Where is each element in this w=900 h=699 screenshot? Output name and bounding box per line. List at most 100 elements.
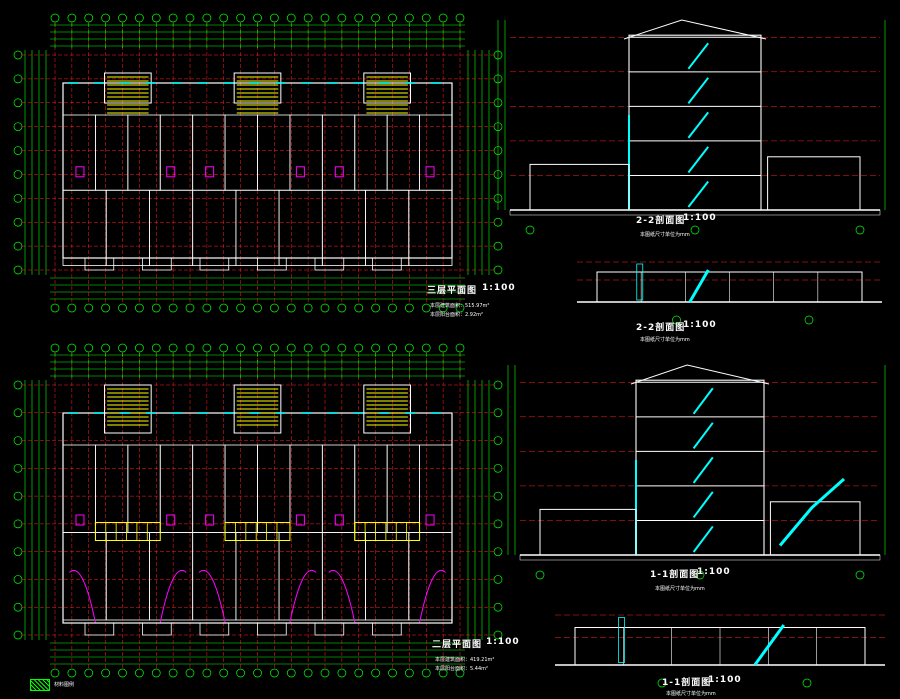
fixture: [334, 166, 344, 178]
fixture: [295, 514, 305, 526]
axis-bubble: [286, 13, 296, 23]
bay-wall: [84, 257, 115, 271]
stair-flight: [692, 387, 714, 415]
bay-wall: [257, 622, 287, 636]
room: [224, 114, 258, 191]
section-1-1-partial-note: 本图纸尺寸单位为mm: [666, 691, 716, 697]
room: [386, 444, 420, 533]
axis-bubble: [84, 343, 94, 353]
axis-bubble: [493, 547, 503, 557]
room: [289, 114, 323, 191]
axis-bubble: [67, 303, 77, 313]
material-legend-label: 材料图例: [54, 682, 75, 688]
room: [257, 114, 291, 191]
axis-bubble: [118, 668, 127, 678]
section-2-2-main-title: 2-2剖面图: [636, 216, 686, 226]
room: [62, 532, 107, 621]
axis-bubble: [320, 343, 330, 353]
section-1-1-main-title: 1-1剖面图: [650, 570, 700, 580]
room: [149, 189, 194, 266]
axis-bubble: [13, 98, 23, 108]
room: [408, 189, 453, 266]
room: [354, 444, 388, 533]
bay-wall: [199, 257, 230, 271]
axis-bubble: [101, 303, 110, 313]
axis-bubble: [525, 225, 535, 235]
second-floor-area-note: 本层建筑面积：419.21m²: [435, 657, 495, 663]
axis-bubble: [118, 303, 127, 313]
exterior-stair: [778, 477, 845, 547]
room: [408, 532, 453, 621]
axis-bubble: [185, 13, 195, 23]
room: [386, 114, 420, 191]
axis-bubble: [286, 343, 296, 353]
axis-bubble: [804, 315, 814, 325]
axis-bubble: [657, 678, 667, 688]
axis-bubble: [303, 303, 313, 313]
axis-bubble: [13, 630, 23, 640]
stair-flight: [692, 456, 714, 484]
stair-flight: [692, 525, 714, 553]
third-floor-plan-title: 三层平面图: [427, 286, 478, 296]
axis-bubble: [13, 602, 23, 612]
room: [321, 444, 356, 533]
axis-bubble: [13, 380, 23, 390]
third-floor-plan-scale: 1:100: [482, 283, 516, 293]
fixture: [75, 514, 85, 526]
axis-bubble: [13, 408, 23, 418]
roof: [630, 364, 770, 385]
axis-bubble: [135, 303, 144, 313]
axis-bubble: [202, 303, 212, 313]
axis-bubble: [455, 343, 465, 353]
axis-bubble: [405, 303, 414, 313]
axis-bubble: [855, 570, 865, 580]
axis-bubble: [270, 13, 279, 23]
axis-bubble: [13, 122, 23, 132]
axis-bubble: [67, 13, 77, 23]
third-floor-area-note: 本层建筑面积：515.97m²: [430, 303, 490, 309]
axis-bubble: [219, 13, 229, 23]
room: [192, 114, 226, 191]
stair-flight: [688, 269, 710, 303]
section-2-2-main-scale: 1:100: [683, 213, 717, 223]
axis-bubble: [421, 668, 431, 678]
axis-bubble: [320, 668, 330, 678]
axis-bubble: [286, 303, 296, 313]
axis-bubble: [202, 343, 212, 353]
fixture: [205, 514, 215, 526]
column: [618, 617, 625, 663]
axis-bubble: [84, 303, 94, 313]
axis-bubble: [405, 13, 414, 23]
axis-bubble: [13, 241, 23, 251]
axis-bubble: [455, 668, 465, 678]
balcony-curve: [328, 570, 356, 623]
section-1-1-partial-title: 1-1剖面图: [662, 678, 712, 688]
roof: [623, 19, 767, 40]
axis-bubble: [168, 343, 178, 353]
axis-bubble: [270, 303, 279, 313]
room: [192, 189, 237, 266]
axis-bubble: [13, 193, 23, 203]
axis-bubble: [337, 343, 347, 353]
section-2-2-main-note: 本图纸尺寸单位为mm: [640, 232, 690, 238]
axis-bubble: [421, 343, 431, 353]
third-floor-plan: [13, 13, 503, 313]
axis-bubble: [118, 343, 127, 353]
axis-bubble: [493, 519, 503, 529]
balcony-curve: [69, 570, 96, 623]
stair-core: [103, 384, 152, 434]
axis-bubble: [236, 303, 245, 313]
section-2-2-partial-title: 2-2剖面图: [636, 323, 686, 333]
axis-bubble: [371, 668, 380, 678]
axis-bubble: [118, 13, 127, 23]
axis-bubble: [13, 491, 23, 501]
room: [105, 189, 150, 266]
axis-bubble: [286, 668, 296, 678]
axis-bubble: [354, 343, 364, 353]
axis-bubble: [493, 241, 503, 251]
stair-core: [233, 384, 282, 434]
fixture: [75, 166, 85, 178]
room: [419, 114, 453, 191]
room: [278, 532, 323, 621]
